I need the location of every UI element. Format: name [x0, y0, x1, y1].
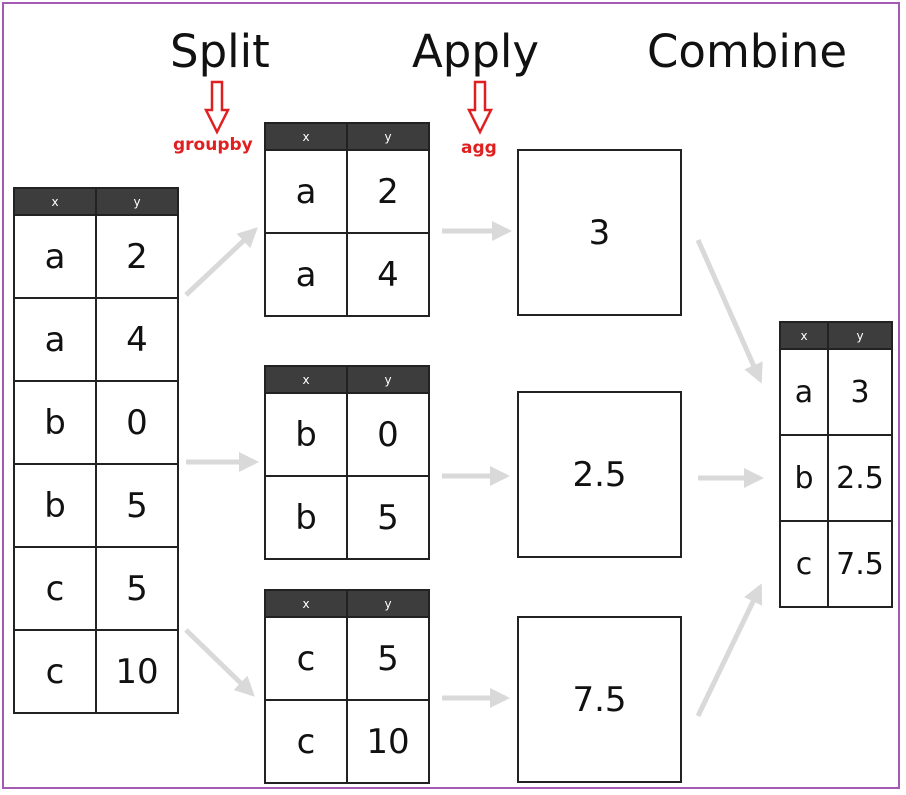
cell-x: b [13, 463, 97, 548]
column-header-x: x [264, 589, 348, 618]
table-row: a 4 [13, 297, 179, 382]
cell-x: c [779, 520, 829, 608]
combine-arrow-c [695, 583, 763, 718]
table-row: c 10 [264, 699, 430, 784]
input-table: x y a 2 a 4 b 0 b 5 c 5 c 10 [13, 187, 179, 714]
cell-x: c [264, 699, 348, 784]
cell-y: 4 [95, 297, 179, 382]
table-row: b 5 [264, 475, 430, 560]
cell-y: 2 [95, 214, 179, 299]
cell-y: 0 [95, 380, 179, 465]
cell-x: c [13, 629, 97, 714]
agg-label: agg [461, 138, 497, 158]
cell-x: a [13, 214, 97, 299]
result-box-c: 7.5 [517, 616, 682, 783]
table-row: a 4 [264, 232, 430, 317]
column-header-y: y [95, 187, 179, 216]
cell-y: 0 [346, 392, 430, 477]
cell-y: 10 [346, 699, 430, 784]
column-header-y: y [346, 365, 430, 394]
cell-y: 2 [346, 149, 430, 234]
table-row: b 0 [264, 392, 430, 477]
table-row: b 5 [13, 463, 179, 548]
cell-y: 7.5 [827, 520, 893, 608]
table-row: a 2 [13, 214, 179, 299]
combine-arrow-a [695, 238, 763, 384]
cell-y: 5 [346, 616, 430, 701]
groupby-arrow-icon [204, 80, 230, 135]
cell-y: 3 [827, 348, 893, 436]
cell-x: c [13, 546, 97, 631]
split-heading: Split [170, 25, 270, 78]
result-box-a: 3 [517, 149, 682, 316]
cell-x: a [264, 232, 348, 317]
group-table-b: x y b 0 b 5 [264, 365, 430, 560]
column-header-x: x [13, 187, 97, 216]
column-header-x: x [264, 365, 348, 394]
column-header-y: y [346, 122, 430, 151]
table-row: c 10 [13, 629, 179, 714]
split-arrow-a [184, 227, 258, 297]
split-arrow-c [184, 628, 255, 697]
column-header-y: y [827, 321, 893, 350]
cell-x: a [779, 348, 829, 436]
cell-y: 4 [346, 232, 430, 317]
group-table-c: x y c 5 c 10 [264, 589, 430, 784]
combine-heading: Combine [647, 25, 848, 78]
cell-y: 5 [346, 475, 430, 560]
cell-y: 5 [95, 463, 179, 548]
cell-y: 2.5 [827, 434, 893, 522]
result-box-b: 2.5 [517, 391, 682, 558]
table-row: c 7.5 [779, 520, 893, 608]
table-row: b 0 [13, 380, 179, 465]
cell-x: a [264, 149, 348, 234]
column-header-y: y [346, 589, 430, 618]
cell-x: b [779, 434, 829, 522]
cell-x: b [264, 475, 348, 560]
cell-x: a [13, 297, 97, 382]
output-table: x y a 3 b 2.5 c 7.5 [779, 321, 893, 608]
table-row: c 5 [13, 546, 179, 631]
table-row: c 5 [264, 616, 430, 701]
cell-x: b [264, 392, 348, 477]
table-row: b 2.5 [779, 434, 893, 522]
groupby-label: groupby [173, 135, 253, 155]
cell-x: c [264, 616, 348, 701]
apply-heading: Apply [412, 25, 540, 78]
agg-arrow-icon [467, 80, 493, 135]
cell-y: 5 [95, 546, 179, 631]
column-header-x: x [779, 321, 829, 350]
group-table-a: x y a 2 a 4 [264, 122, 430, 317]
cell-y: 10 [95, 629, 179, 714]
table-row: a 2 [264, 149, 430, 234]
table-row: a 3 [779, 348, 893, 436]
column-header-x: x [264, 122, 348, 151]
cell-x: b [13, 380, 97, 465]
